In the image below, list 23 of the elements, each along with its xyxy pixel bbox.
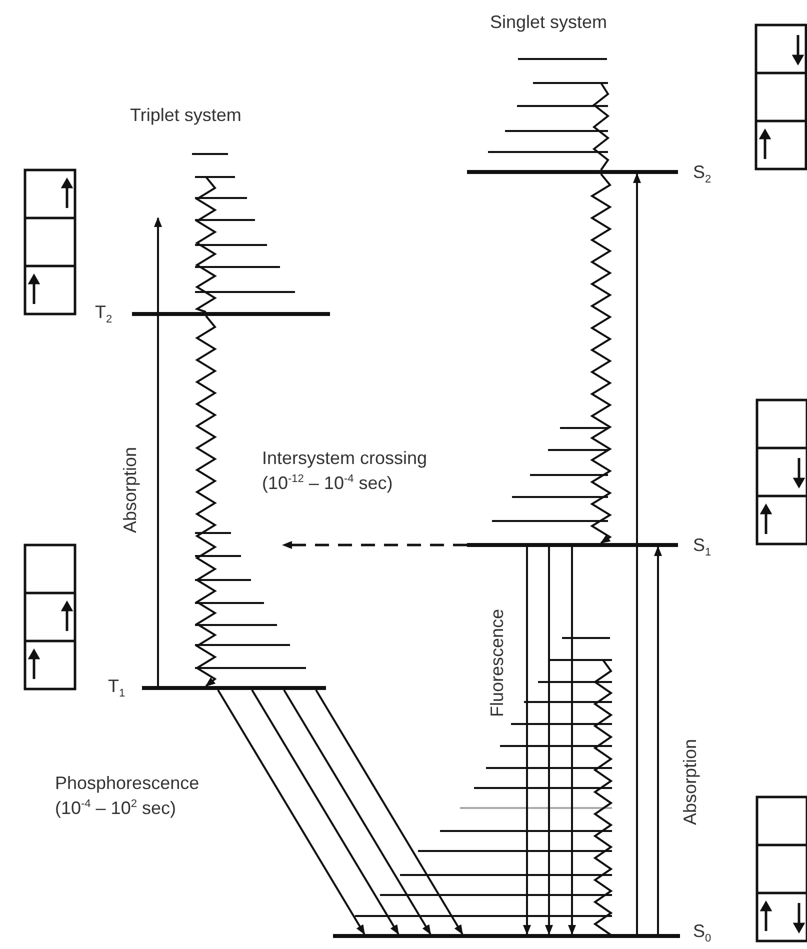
edge-label: Absorption xyxy=(680,738,700,826)
edge-label: Fluorescence xyxy=(487,608,507,718)
wavy-arrow xyxy=(195,315,217,687)
arrow xyxy=(545,547,553,935)
arrow xyxy=(568,547,576,935)
arrow xyxy=(654,546,662,934)
level-label: T$_{1}$ xyxy=(108,676,126,702)
arrow xyxy=(633,173,641,934)
section-title: Singlet system xyxy=(490,12,608,33)
arrow xyxy=(283,689,432,935)
arrow xyxy=(251,689,400,935)
arrow xyxy=(523,547,531,935)
wavy-arrow xyxy=(590,173,612,544)
arrow xyxy=(217,689,366,935)
level-label: S$_{2}$ xyxy=(693,162,712,188)
arrow xyxy=(282,541,467,549)
section-title: Triplet system xyxy=(130,105,242,126)
arrow xyxy=(154,217,162,686)
level-label: T$_{2}$ xyxy=(95,302,112,328)
arrow xyxy=(315,689,464,935)
level-label: S$_{1}$ xyxy=(693,535,712,561)
level-label: S$_{0}$ xyxy=(693,921,712,947)
edge-label: Absorption xyxy=(120,446,140,534)
